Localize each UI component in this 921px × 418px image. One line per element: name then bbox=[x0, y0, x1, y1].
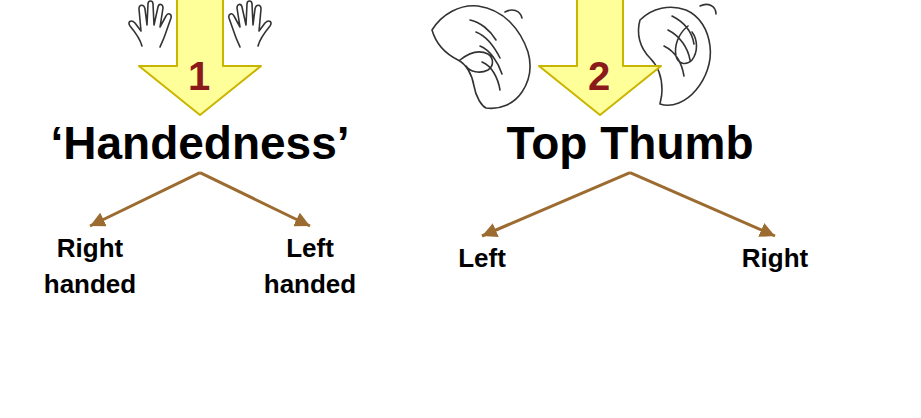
node-text: Right bbox=[742, 240, 808, 276]
clasped-hands-right-drawing bbox=[638, 4, 716, 105]
yellow-down-arrow bbox=[139, 0, 261, 115]
option-label: Right handed bbox=[20, 226, 160, 307]
node-text: Left bbox=[458, 240, 506, 276]
branch-arrow bbox=[482, 173, 630, 236]
node-text: Top Thumb bbox=[507, 118, 754, 169]
clasped-hands-left-drawing bbox=[432, 6, 530, 109]
yellow-down-arrow bbox=[539, 0, 661, 115]
node-text: ‘Handedness’ bbox=[50, 118, 349, 169]
category-heading: Top Thumb bbox=[501, 114, 760, 173]
branch-arrow bbox=[90, 173, 200, 226]
option-label: Left handed bbox=[240, 226, 380, 307]
branch-arrow bbox=[630, 173, 775, 236]
branch-arrow bbox=[200, 173, 310, 226]
node-text: Left handed bbox=[246, 230, 374, 303]
node-text: Right handed bbox=[26, 230, 154, 303]
option-label: Right bbox=[736, 236, 814, 280]
right-hand-drawing bbox=[229, 1, 271, 47]
left-hand-drawing bbox=[129, 1, 171, 47]
callout-number: 2 bbox=[588, 56, 610, 96]
option-label: Left bbox=[452, 236, 512, 280]
category-heading: ‘Handedness’ bbox=[44, 114, 355, 173]
callout-number: 1 bbox=[188, 56, 210, 96]
